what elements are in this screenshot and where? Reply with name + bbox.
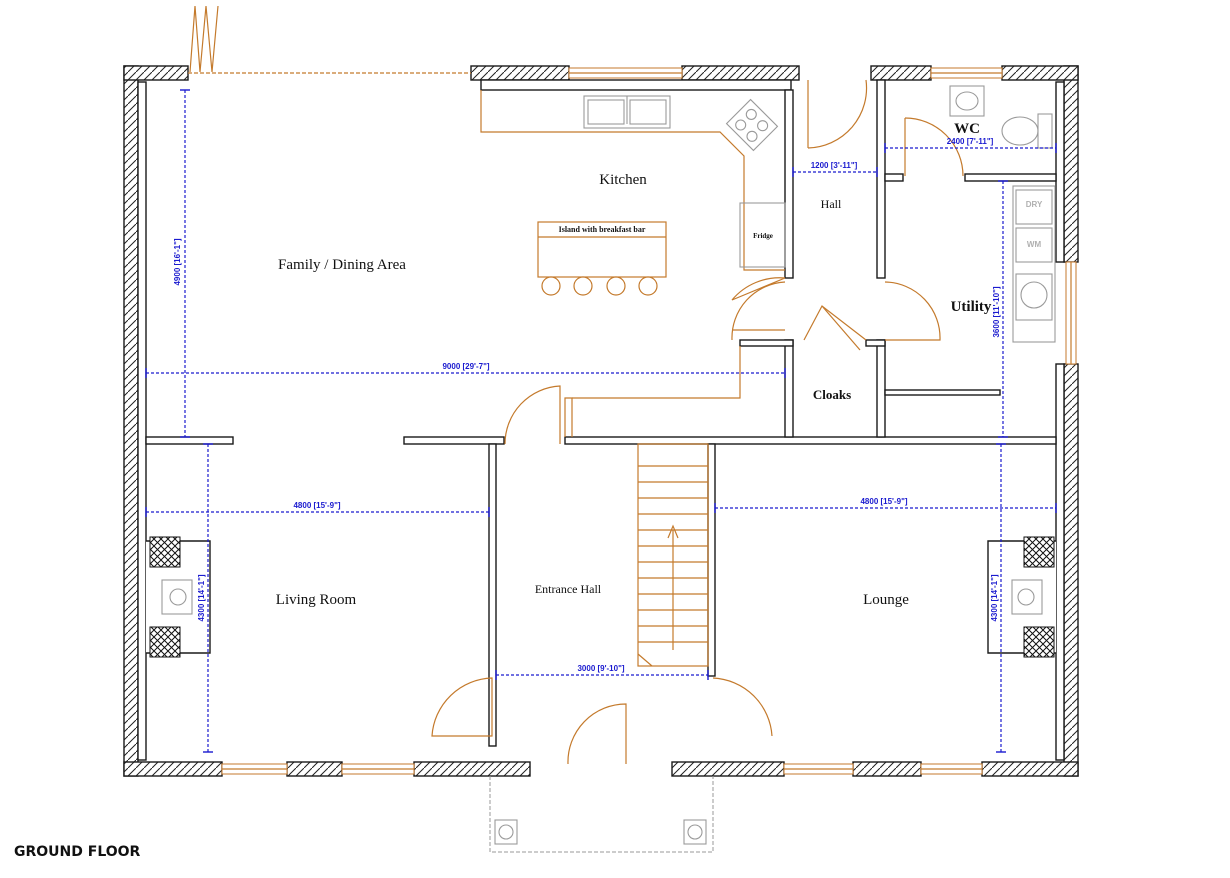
floor-caption: GROUND FLOOR [14, 844, 141, 860]
room-label-kitchen: Kitchen [599, 172, 647, 188]
room-label-cloaks: Cloaks [813, 387, 851, 402]
fireplaces [146, 536, 1056, 658]
wc-fixtures [949, 85, 1056, 343]
dim-lounge-width: 4800 [15'-9"] [860, 497, 907, 506]
fridge-label: Fridge [753, 232, 773, 240]
room-label-hall: Hall [821, 197, 842, 211]
porch [489, 776, 714, 853]
kitchen-fixtures [480, 90, 786, 296]
interior-walls [145, 79, 1057, 747]
room-label-lounge: Lounge [863, 592, 909, 608]
room-label-living: Living Room [276, 592, 357, 608]
dimension-lines [145, 89, 1057, 753]
room-label-utility: Utility [951, 299, 992, 315]
room-label-entrance: Entrance Hall [535, 582, 602, 596]
doors [431, 79, 964, 765]
dim-wc-width: 2400 [7'-11"] [947, 137, 994, 146]
dim-living-width: 4800 [15'-9"] [293, 501, 340, 510]
dim-utility-depth: 3600 [11'-10"] [992, 286, 1001, 337]
island-label: Island with breakfast bar [559, 225, 646, 234]
dim-entrance-width: 3000 [9'-10"] [577, 664, 624, 673]
windows [188, 5, 1077, 775]
dim-lounge-depth: 4300 [14'-1"] [990, 574, 999, 621]
washer-label: WM [1027, 240, 1042, 249]
dim-family-depth: 4900 [16'-1"] [173, 238, 182, 285]
dryer-label: DRY [1026, 200, 1043, 209]
dim-family-width: 9000 [29'-7"] [442, 362, 489, 371]
dim-hall-width: 1200 [3'-11"] [811, 161, 858, 170]
dim-living-depth: 4300 [14'-1"] [197, 574, 206, 621]
room-label-wc: WC [954, 121, 980, 137]
outer-walls [123, 65, 1079, 777]
room-label-family: Family / Dining Area [278, 257, 406, 273]
staircase [637, 443, 709, 667]
